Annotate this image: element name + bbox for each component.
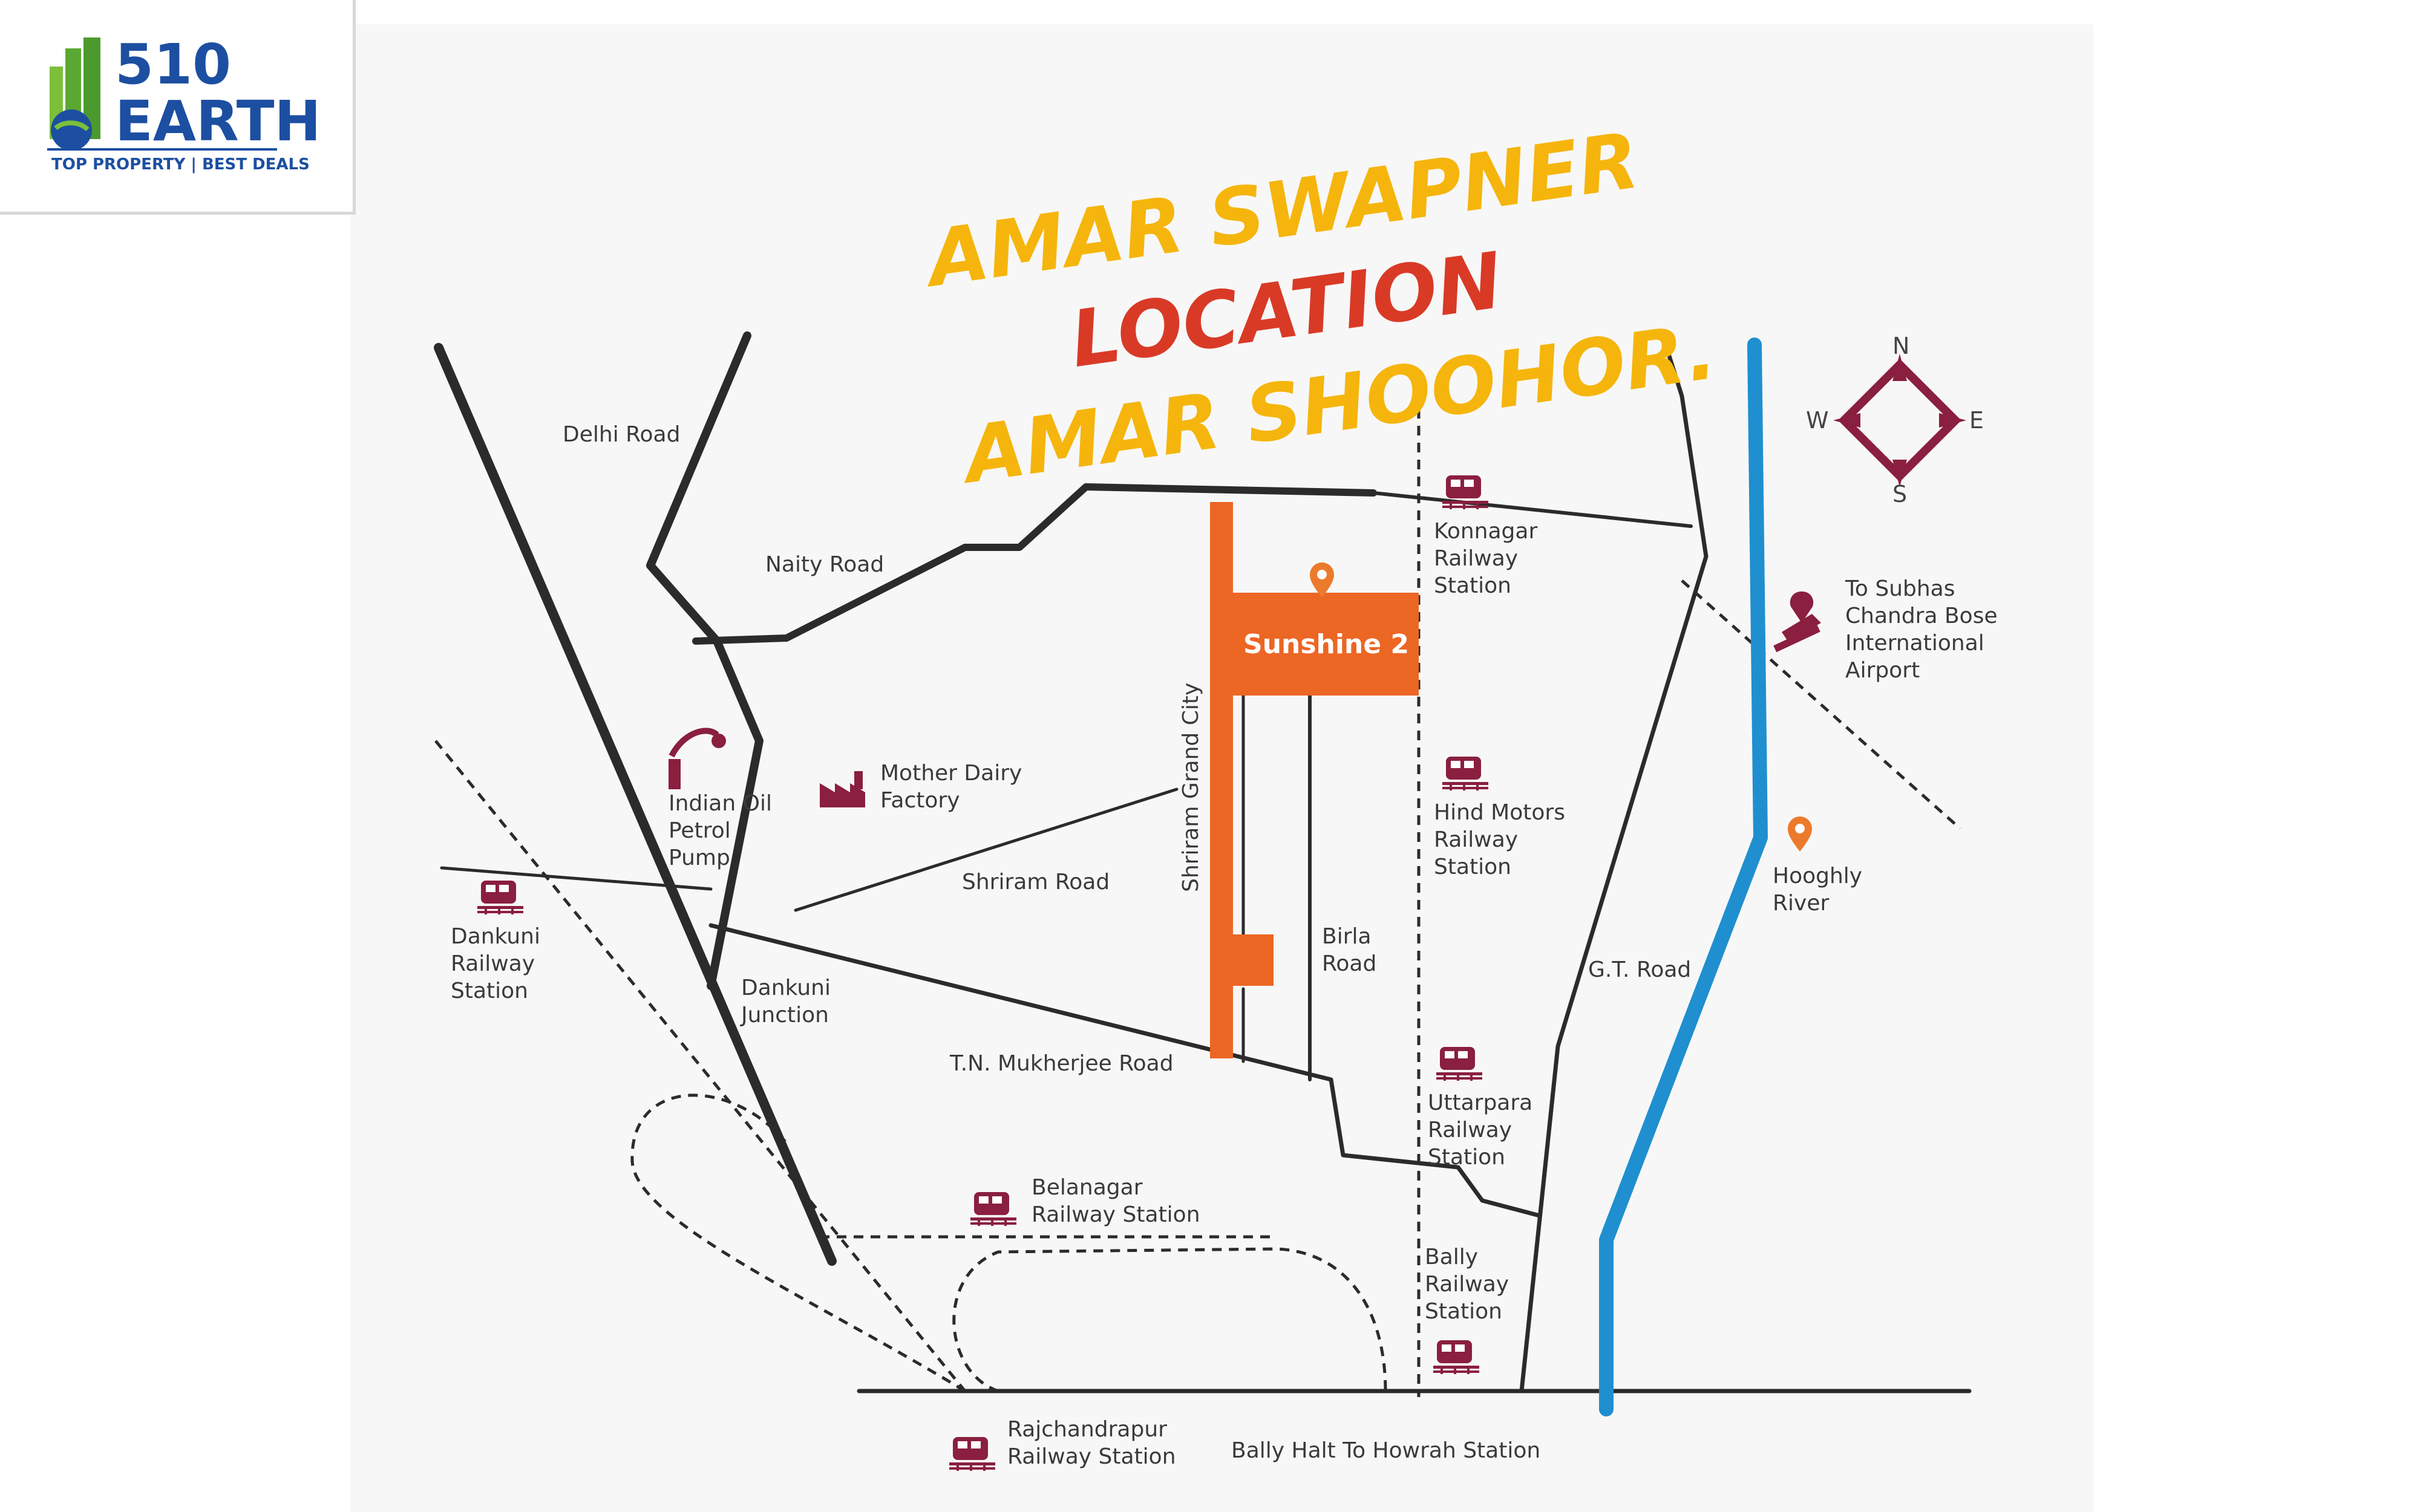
- factory-icon: [820, 771, 865, 807]
- konnagar-l2: Railway: [1434, 546, 1518, 571]
- shriram-road-label: Shriram Road: [962, 870, 1110, 894]
- indian-oil-l1: Indian Oil: [669, 791, 772, 816]
- railway-airport-line: [1681, 579, 1961, 830]
- bally-l2: Railway: [1425, 1272, 1509, 1297]
- gt-road-label: G.T. Road: [1588, 957, 1691, 982]
- dankuni-west-road: [440, 866, 713, 891]
- airport-l2: Chandra Bose: [1845, 604, 1998, 628]
- logo-tagline: TOP PROPERTY | BEST DEALS: [51, 155, 310, 174]
- airport-l4: Airport: [1845, 658, 1920, 683]
- uttarpara-l1: Uttarpara: [1428, 1090, 1532, 1115]
- shriram-road: [794, 787, 1179, 912]
- compass-n: N: [1892, 333, 1909, 359]
- belanagar-l2: Railway Station: [1032, 1202, 1200, 1227]
- bally-halt-label: Bally Halt To Howrah Station: [1231, 1438, 1540, 1463]
- dankuni-l3: Station: [451, 979, 528, 1003]
- delhi-road-west: [434, 343, 837, 1266]
- hind-motors-l3: Station: [1434, 855, 1511, 879]
- fuel-pump-icon: [669, 728, 726, 789]
- places: Indian Oil Petrol Pump Mother Dairy Fact…: [669, 576, 1998, 1028]
- rajchandrapur-l1: Rajchandrapur: [1007, 1417, 1167, 1442]
- road-labels: Delhi Road Naity Road Shriram Road T.N. …: [563, 422, 1691, 1463]
- mother-dairy-l1: Mother Dairy: [880, 761, 1022, 786]
- bally-l1: Bally: [1425, 1245, 1478, 1269]
- buildings-icon: [50, 37, 100, 151]
- uttarpara-l2: Railway: [1428, 1118, 1512, 1142]
- logo-line1: 510: [115, 32, 231, 97]
- konnagar-l3: Station: [1434, 573, 1511, 598]
- project-block: Sunshine 2: [1210, 502, 1419, 1058]
- brand-logo: 510 EARTH TOP PROPERTY | BEST DEALS: [0, 0, 356, 215]
- hooghly-l1: Hooghly: [1773, 864, 1862, 888]
- naity-road-label: Naity Road: [765, 552, 884, 577]
- railway-loop-east: [952, 1247, 1387, 1393]
- hooghly-l2: River: [1773, 891, 1829, 916]
- compass-w: W: [1806, 407, 1829, 434]
- north-road: [1372, 491, 1693, 528]
- hooghly-river: [1599, 337, 1768, 1416]
- birla-road-label-1: Birla: [1322, 924, 1372, 949]
- project-annex: [1210, 934, 1274, 986]
- naity-road: [692, 483, 1377, 645]
- mother-dairy-l2: Factory: [880, 788, 960, 813]
- compass-rose: N S W E: [1806, 333, 1984, 507]
- dankuni-junction-l1: Dankuni: [741, 976, 831, 1000]
- stations: Konnagar Railway Station Hind Motors Rai…: [451, 474, 1565, 1472]
- railway-lines: [434, 375, 1961, 1397]
- bally-l3: Station: [1425, 1299, 1502, 1324]
- belanagar-l1: Belanagar: [1032, 1175, 1143, 1200]
- indian-oil-l2: Petrol: [669, 818, 731, 843]
- project-name: Sunshine 2: [1243, 629, 1409, 660]
- tn-mukherjee-road-label: T.N. Mukherjee Road: [949, 1051, 1174, 1076]
- project-box: [1210, 593, 1419, 696]
- uttarpara-l3: Station: [1428, 1145, 1505, 1170]
- airport-l3: International: [1845, 631, 1984, 656]
- compass-s: S: [1892, 481, 1907, 507]
- dankuni-l2: Railway: [451, 951, 535, 976]
- rajchandrapur-l2: Railway Station: [1007, 1444, 1176, 1469]
- birla-road-label-2: Road: [1322, 951, 1376, 976]
- airport-l1: To Subhas: [1845, 576, 1955, 601]
- dankuni-junction-l2: Junction: [740, 1003, 829, 1028]
- shriram-grand-city-label: Shriram Grand City: [1179, 683, 1203, 892]
- airport-icon: [1773, 591, 1821, 653]
- indian-oil-l3: Pump: [669, 846, 730, 870]
- dankuni-l1: Dankuni: [451, 924, 540, 949]
- road-network: [434, 331, 1972, 1393]
- hind-motors-l2: Railway: [1434, 827, 1518, 852]
- konnagar-l1: Konnagar: [1434, 519, 1537, 544]
- gt-road: [1519, 336, 1709, 1393]
- hind-motors-l1: Hind Motors: [1434, 800, 1565, 825]
- delhi-road-label: Delhi Road: [563, 422, 680, 447]
- compass-e: E: [1969, 407, 1984, 434]
- railway-dankuni-line: [434, 740, 966, 1392]
- logo-line2: EARTH: [115, 89, 321, 154]
